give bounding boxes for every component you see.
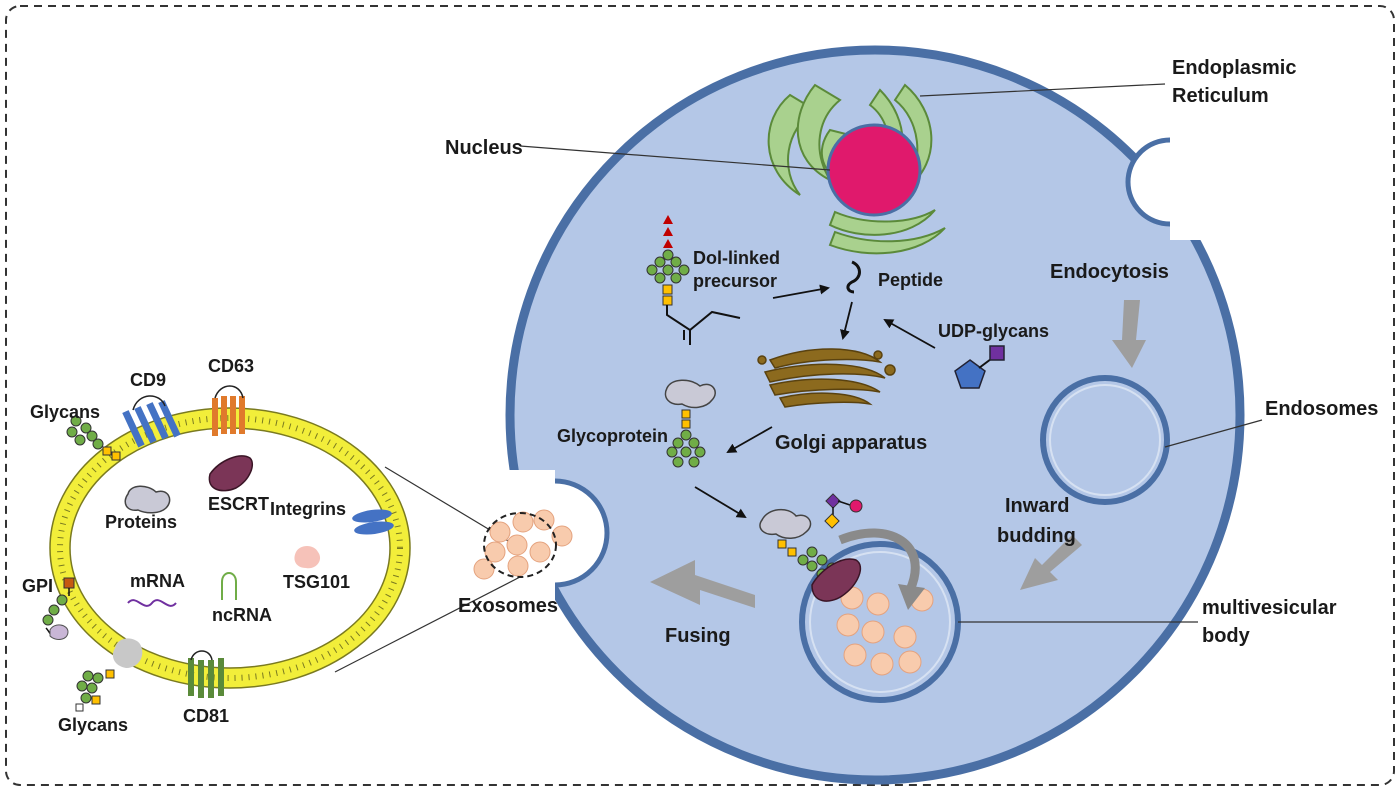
label-proteins: Proteins bbox=[105, 512, 177, 532]
released-exosomes bbox=[473, 509, 573, 580]
exosome-detail bbox=[42, 385, 411, 712]
label-budding: budding bbox=[997, 525, 1076, 547]
small-glycan-icon bbox=[824, 493, 863, 529]
dashed-frame bbox=[5, 5, 1395, 786]
label-glycans-top: Glycans bbox=[30, 402, 100, 422]
label-golgi: Golgi apparatus bbox=[775, 432, 927, 454]
notch-mask bbox=[1170, 130, 1230, 240]
label-nucleus: Nucleus bbox=[445, 137, 523, 159]
label-dol-linked: Dol-linked bbox=[693, 248, 780, 268]
nucleus bbox=[826, 123, 922, 217]
label-inward: Inward bbox=[1005, 495, 1069, 517]
label-cd81: CD81 bbox=[183, 706, 229, 726]
label-udp-glycans: UDP-glycans bbox=[938, 321, 1049, 341]
multivesicular-body bbox=[799, 541, 961, 703]
endosome bbox=[1040, 375, 1170, 505]
label-precursor: precursor bbox=[693, 271, 777, 291]
label-endosomes: Endosomes bbox=[1265, 398, 1378, 420]
label-tsg101: TSG101 bbox=[283, 572, 350, 592]
dol-linked-precursor-glycan bbox=[646, 215, 741, 345]
ncrna-strand bbox=[221, 572, 237, 600]
label-peptide: Peptide bbox=[878, 270, 943, 290]
curved-arrow bbox=[838, 528, 920, 592]
label-cd9: CD9 bbox=[130, 370, 166, 390]
label-exosomes: Exosomes bbox=[458, 595, 558, 617]
label-endocytosis: Endocytosis bbox=[1050, 261, 1169, 283]
mrna-strand bbox=[127, 599, 177, 607]
label-mrna: mRNA bbox=[130, 571, 185, 591]
label-cd63: CD63 bbox=[208, 356, 254, 376]
golgi-apparatus bbox=[757, 348, 896, 408]
grey-arrows bbox=[650, 300, 1146, 608]
integrins-protein bbox=[352, 509, 394, 535]
label-integrins: Integrins bbox=[270, 499, 346, 519]
escrt-protein bbox=[208, 455, 254, 492]
label-fusing: Fusing bbox=[665, 625, 731, 647]
gpi-anchor-icon bbox=[42, 577, 75, 640]
cd63-protein bbox=[212, 385, 245, 436]
label-glycans-bottom: Glycans bbox=[58, 715, 128, 735]
glycans-bottom-icon bbox=[75, 669, 115, 712]
cd81-protein bbox=[188, 650, 224, 698]
proteins-blob bbox=[124, 485, 171, 514]
label-endoplasmic: Endoplasmic bbox=[1172, 57, 1296, 79]
cd9-protein bbox=[122, 395, 181, 448]
black-arrows bbox=[694, 284, 936, 519]
label-gpi: GPI bbox=[22, 576, 53, 596]
udp-glycans-icon bbox=[954, 345, 1005, 389]
label-multivesicular: multivesicular bbox=[1202, 597, 1337, 619]
label-ncrna: ncRNA bbox=[212, 605, 272, 625]
glycoprotein-icon bbox=[664, 379, 716, 468]
label-reticulum: Reticulum bbox=[1172, 85, 1269, 107]
membrane-protein-blob bbox=[112, 638, 143, 668]
label-body: body bbox=[1202, 625, 1251, 647]
mvb-glycoprotein bbox=[759, 508, 862, 602]
label-glycoprotein: Glycoprotein bbox=[557, 426, 668, 446]
glycans-top-icon bbox=[66, 415, 121, 461]
peptide-chain bbox=[846, 260, 861, 294]
label-escrt: ESCRT bbox=[208, 494, 269, 514]
tsg101-protein bbox=[294, 546, 321, 569]
